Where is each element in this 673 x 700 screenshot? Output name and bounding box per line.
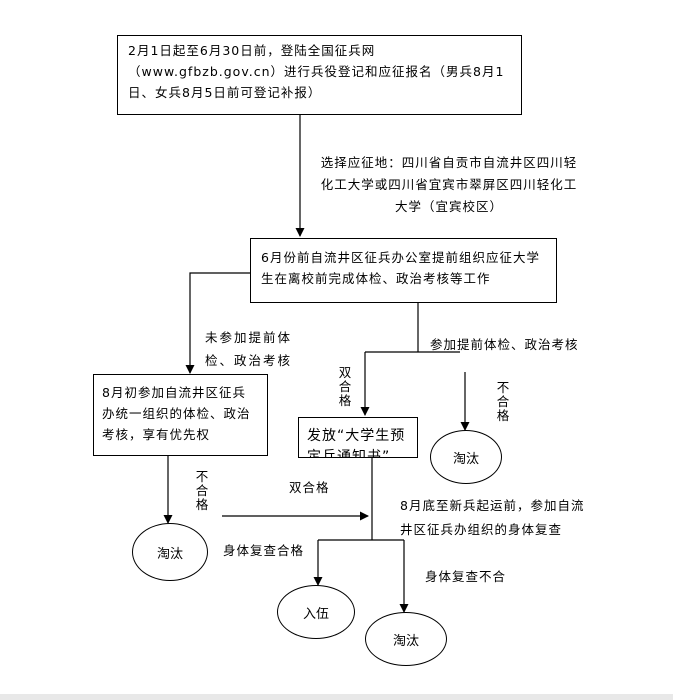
choose-place-text: 选择应征地：四川省自贡市自流井区四川轻化工大学或四川省宜宾市翠屏区四川轻化工大学… (320, 155, 578, 214)
final-recheck-text: 8月底至新兵起运前，参加自流井区征兵办组织的身体复查 (400, 498, 585, 537)
august-check-box: 8月初参加自流井区征兵办统一组织的体检、政治考核，享有优先权 (93, 374, 268, 456)
fail-label-1: 不合格 (496, 380, 510, 423)
notice-text: 发放“大学生预定兵通知书” (307, 428, 406, 458)
choose-place-label: 选择应征地：四川省自贡市自流井区四川轻化工大学或四川省宜宾市翠屏区四川轻化工大学… (318, 152, 580, 218)
participated-text: 参加提前体检、政治考核 (430, 337, 579, 352)
enlist-ellipse: 入伍 (277, 585, 355, 639)
participated-label: 参加提前体检、政治考核 (430, 334, 579, 356)
enlist-text: 入伍 (302, 606, 329, 622)
registration-box: 2月1日起至6月30日前，登陆全国征兵网（www.gfbzb.gov.cn）进行… (117, 35, 522, 115)
bottom-scroll-strip (0, 694, 673, 700)
not-participated-text: 未参加提前体检、政治考核 (205, 330, 293, 368)
not-participated-label: 未参加提前体检、政治考核 (205, 326, 313, 372)
final-recheck-label: 8月底至新兵起运前，参加自流井区征兵办组织的身体复查 (400, 494, 590, 542)
registration-text: 2月1日起至6月30日前，登陆全国征兵网（www.gfbzb.gov.cn）进行… (128, 43, 505, 100)
pre-enlistment-text: 6月份前自流井区征兵办公室提前组织应征大学生在离校前完成体检、政治考核等工作 (261, 250, 540, 286)
eliminated-ellipse-3: 淘汰 (365, 612, 447, 666)
eliminated-1-text: 淘汰 (156, 546, 183, 562)
recheck-fail-label: 身体复查不合 (425, 569, 507, 584)
august-check-text: 8月初参加自流井区征兵办统一组织的体检、政治考核，享有优先权 (102, 385, 251, 442)
eliminated-ellipse-1: 淘汰 (132, 523, 208, 581)
eliminated-ellipse-2: 淘汰 (430, 430, 502, 484)
fail-label-2: 不合格 (195, 469, 209, 512)
arrow-not-participated (185, 272, 250, 374)
eliminated-3-text: 淘汰 (392, 633, 419, 649)
double-pass-label-2: 双合格 (289, 480, 330, 495)
double-pass-label-1: 双合格 (338, 365, 352, 408)
notice-box: 发放“大学生预定兵通知书” (298, 417, 418, 458)
eliminated-2-text: 淘汰 (452, 451, 479, 467)
pre-enlistment-box: 6月份前自流井区征兵办公室提前组织应征大学生在离校前完成体检、政治考核等工作 (250, 238, 557, 303)
recheck-pass-label: 身体复查合格 (223, 543, 305, 558)
